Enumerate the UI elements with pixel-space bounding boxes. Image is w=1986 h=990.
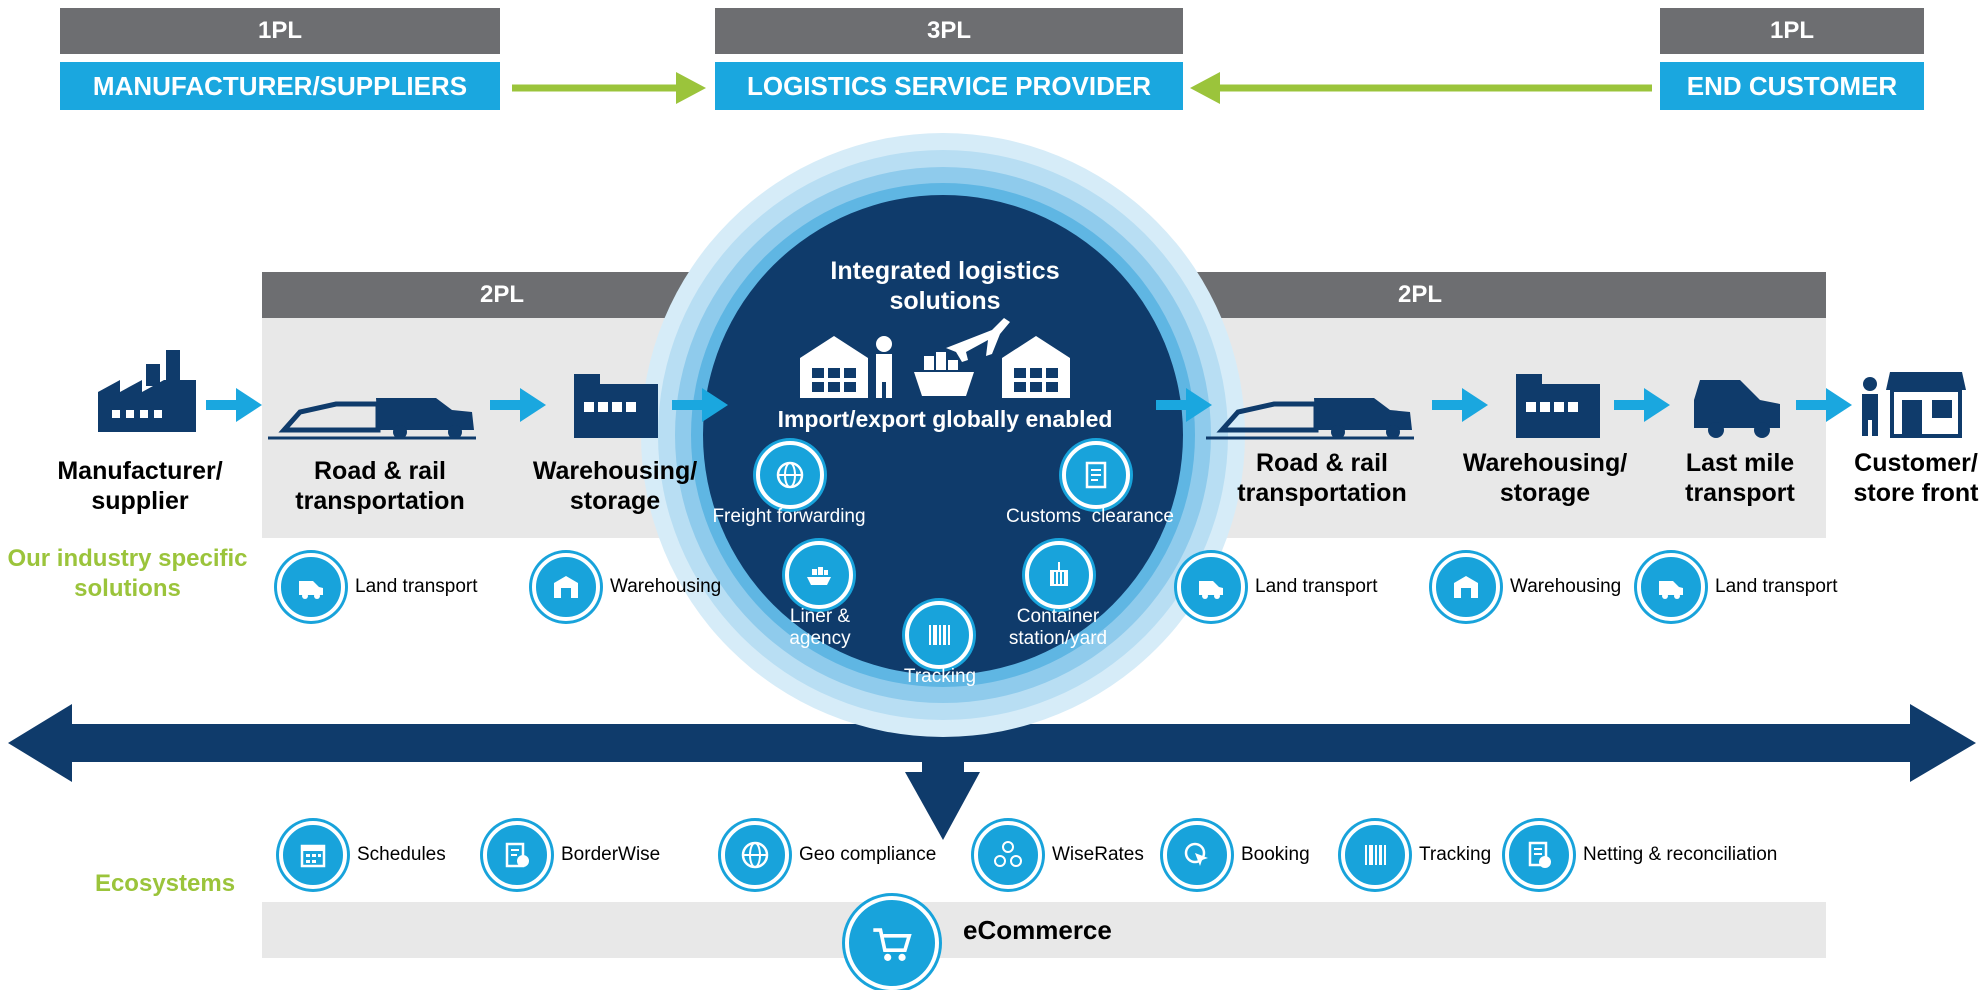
cart-icon [845, 896, 939, 990]
ecommerce-band [262, 902, 1826, 958]
industry-item-label: Land transport [1255, 576, 1378, 597]
role-end-customer: END CUSTOMER [1660, 62, 1924, 110]
warehouse-icon [532, 553, 600, 621]
delivery-van-icon [1177, 553, 1245, 621]
warehouse-icon [1432, 553, 1500, 621]
stage-road-rail-right: Road & rail transportation [1237, 449, 1407, 507]
hub-service-customs-clearance: Customs clearance [1006, 506, 1174, 527]
eco-item-schedules: Schedules [279, 821, 446, 889]
document-icon [483, 821, 551, 889]
eco-item-label: Geo compliance [799, 844, 937, 865]
currency-exchange-icon [974, 821, 1042, 889]
industry-item-warehousing: Warehousing [1432, 553, 1621, 621]
hub-service-freight-forwarding: Freight forwarding [712, 506, 866, 527]
ship-icon [914, 352, 974, 396]
role-logistics-service-provider: LOGISTICS SERVICE PROVIDER [715, 62, 1183, 110]
tier-label-left: 1PL [60, 8, 500, 54]
warehouse-icon [800, 336, 868, 398]
tier-label-right: 1PL [1660, 8, 1924, 54]
eco-item-label: Tracking [1419, 844, 1492, 865]
arrow-icon [672, 388, 728, 422]
role-manufacturer-suppliers: MANUFACTURER/SUPPLIERS [60, 62, 500, 110]
stage-warehousing-right: Warehousing/ storage [1462, 449, 1628, 507]
arrow-icon [1156, 388, 1212, 422]
arrow-icon [1614, 388, 1670, 422]
hub-service-container-station: Container station/yard [1008, 606, 1108, 649]
eco-item-booking: Booking [1163, 821, 1310, 889]
industry-solutions-label: Our industry specific solutions [7, 545, 248, 602]
stage-customer-store-front: Customer/ store front [1853, 449, 1979, 507]
arrow-icon [206, 388, 262, 422]
ecommerce-label: eCommerce [963, 915, 1112, 945]
eco-item-label: WiseRates [1052, 844, 1144, 865]
eco-item-netting-reconciliation: Netting & reconciliation [1505, 821, 1777, 889]
hub-subtitle: Import/export globally enabled [777, 406, 1113, 432]
invoice-icon [1505, 821, 1573, 889]
calendar-icon [279, 821, 347, 889]
eco-item-tracking: Tracking [1341, 821, 1491, 889]
industry-item-warehousing: Warehousing [532, 553, 721, 621]
hub-service-tracking: Tracking [903, 666, 977, 687]
ship-icon [785, 541, 853, 609]
stage-icons [98, 350, 1966, 440]
hub-service-liner-agency: Liner & agency [789, 606, 851, 649]
eco-item-borderwise: BorderWise [483, 821, 660, 889]
warehouse-icon [1516, 374, 1600, 438]
delivery-van-icon [277, 553, 345, 621]
container-icon [1025, 541, 1093, 609]
plane-icon [946, 318, 1010, 362]
delivery-van-icon [1694, 380, 1780, 438]
industry-item-label: Land transport [1715, 576, 1838, 597]
factory-icon [98, 350, 196, 432]
cursor-click-icon [1163, 821, 1231, 889]
arrow-icon [490, 388, 546, 422]
eco-item-geo-compliance: Geo compliance [721, 821, 936, 889]
eco-item-label: BorderWise [561, 844, 661, 865]
train-truck-icon [268, 398, 476, 440]
eco-item-wiserates: WiseRates [974, 821, 1144, 889]
stage-manufacturer-supplier: Manufacturer/ supplier [57, 457, 223, 515]
eco-item-label: Booking [1241, 844, 1310, 865]
industry-item-label: Warehousing [610, 576, 722, 597]
arrow-icon [1796, 388, 1852, 422]
train-truck-icon [1206, 398, 1414, 440]
tier-label-2pl-right-text: 2PL [1397, 281, 1442, 308]
delivery-van-icon [1637, 553, 1705, 621]
tier-label-center: 3PL [715, 8, 1183, 54]
ecosystems-label: Ecosystems [94, 870, 236, 897]
tier-label-2pl-left-text: 2PL [479, 281, 524, 308]
eco-item-label: Netting & reconciliation [1583, 844, 1778, 865]
eco-item-label: Schedules [357, 844, 446, 865]
stage-last-mile-transport: Last mile transport [1685, 449, 1795, 507]
store-front-icon [1862, 372, 1966, 438]
warehouse-icon [574, 374, 658, 438]
warehouse-icon [1002, 336, 1070, 398]
document-icon [1062, 441, 1130, 509]
hub-icons [800, 318, 1070, 398]
arrow-icon [1432, 388, 1488, 422]
top-arrows [512, 72, 1652, 104]
worker-icon [876, 336, 892, 398]
industry-item-land-transport: Land transport [1177, 553, 1378, 621]
stage-road-rail-left: Road & rail transportation [295, 457, 465, 515]
industry-item-label: Warehousing [1510, 576, 1622, 597]
industry-item-land-transport: Land transport [1637, 553, 1838, 621]
industry-item-label: Land transport [355, 576, 478, 597]
industry-item-land-transport: Land transport [277, 553, 478, 621]
globe-icon [721, 821, 789, 889]
hub-title: Integrated logistics solutions [830, 257, 1060, 315]
barcode-icon [905, 601, 973, 669]
barcode-icon [1341, 821, 1409, 889]
globe-icon [756, 441, 824, 509]
stage-warehousing-left: Warehousing/ storage [532, 457, 698, 515]
